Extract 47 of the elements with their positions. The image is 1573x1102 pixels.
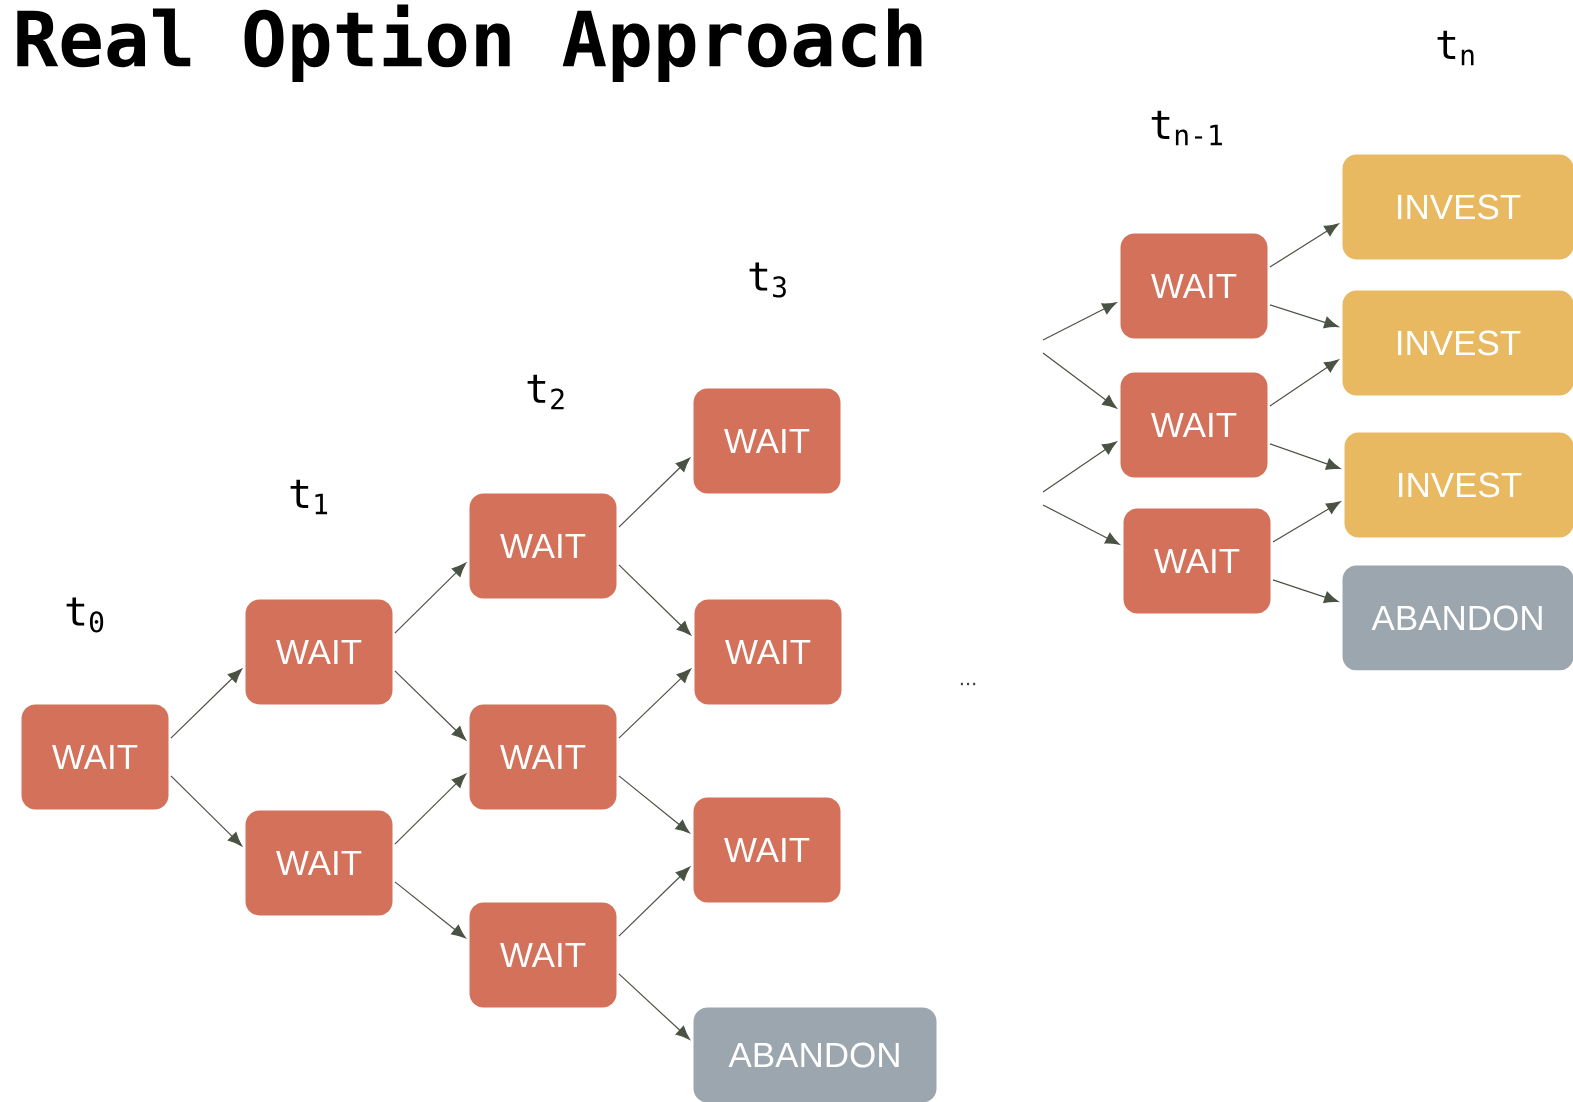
arrow: [618, 973, 691, 1040]
time-label: t$_{n-1}$: [1151, 110, 1222, 146]
arrow: [394, 562, 467, 634]
state-box: WAIT: [694, 599, 842, 705]
time-label: t$_{3}$: [749, 262, 786, 298]
arrow: [170, 668, 243, 739]
state-box: WAIT: [21, 704, 169, 810]
arrow: [1042, 352, 1117, 409]
state-box: WAIT: [693, 797, 841, 903]
time-label: t$_{2}$: [527, 374, 564, 410]
arrow: [394, 670, 467, 741]
state-box: WAIT: [469, 902, 617, 1008]
state-box: ABANDON: [693, 1007, 937, 1102]
arrow: [618, 564, 692, 636]
arrow: [1272, 501, 1341, 543]
state-box: INVEST: [1342, 154, 1573, 260]
time-label: t$_{0}$: [66, 597, 104, 633]
ellipsis: ...: [960, 682, 976, 686]
arrow: [1042, 302, 1117, 341]
time-label: t$_{n}$: [1437, 30, 1474, 66]
state-box: WAIT: [245, 810, 393, 916]
state-box: WAIT: [469, 493, 617, 599]
state-box: INVEST: [1342, 290, 1573, 396]
state-box: WAIT: [469, 704, 617, 810]
arrow: [618, 668, 692, 739]
state-box: WAIT: [693, 388, 841, 494]
arrow: [170, 775, 243, 847]
arrow: [394, 881, 466, 939]
state-box: INVEST: [1344, 432, 1573, 538]
arrow: [618, 866, 691, 937]
arrow: [1269, 223, 1339, 268]
title: Real Option Approach: [17, 4, 922, 82]
state-box: WAIT: [1123, 508, 1271, 614]
arrow: [1269, 443, 1341, 470]
arrow: [1269, 304, 1339, 329]
state-box: ABANDON: [1342, 565, 1573, 671]
arrow: [1269, 359, 1339, 407]
state-box: WAIT: [1120, 233, 1268, 339]
arrow: [1272, 579, 1339, 604]
arrow: [394, 773, 467, 845]
time-label: t$_{1}$: [290, 479, 328, 515]
arrow: [618, 775, 690, 834]
arrow: [1042, 441, 1117, 493]
state-box: WAIT: [245, 599, 393, 705]
arrow: [618, 457, 691, 528]
arrow: [1042, 504, 1120, 545]
state-box: WAIT: [1120, 372, 1268, 478]
